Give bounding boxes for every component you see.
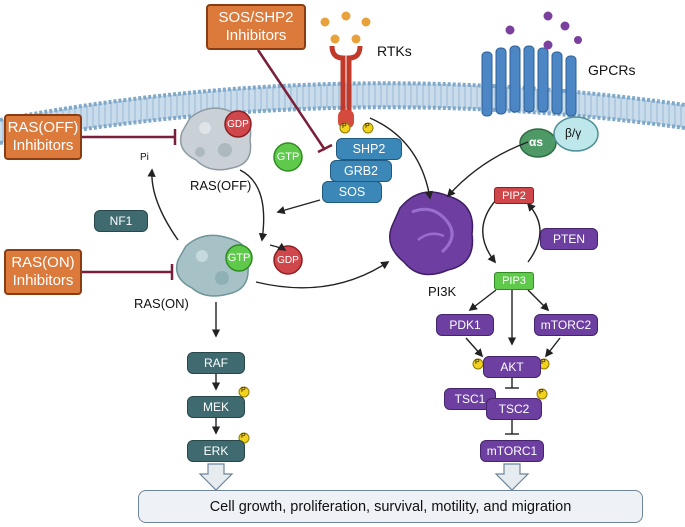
grb2-box: GRB2	[330, 160, 392, 182]
nf1-box: NF1	[94, 210, 148, 232]
inhibitor-lines	[82, 49, 333, 280]
ras-on-inhibitors-line1: RAS(ON)	[11, 254, 75, 271]
free-gdp-text: GDP	[277, 254, 299, 266]
phospho-label-mek: P	[241, 387, 246, 394]
erk-box: ERK	[187, 440, 245, 462]
phospho-badges	[238, 122, 550, 444]
raf-label: RAF	[204, 356, 228, 370]
pip2-box: PIP2	[494, 187, 534, 204]
ras-off-label: RAS(OFF)	[190, 178, 252, 193]
free-gtp	[273, 142, 303, 172]
outcome-box: Cell growth, proliferation, survival, mo…	[138, 490, 643, 523]
ras-off-gdp-text: GDP	[227, 118, 249, 130]
mtorc2-box: mTORC2	[534, 314, 598, 336]
outcome-arrows	[198, 463, 530, 491]
ras-off-gdp-badge	[224, 110, 252, 138]
ras-on-label: RAS(ON)	[134, 296, 189, 311]
raf-box: RAF	[187, 352, 245, 374]
phospho-label-akt-right: P	[541, 359, 546, 366]
phospho-label-erk: P	[241, 433, 246, 440]
pdk1-label: PDK1	[449, 318, 481, 332]
free-gtp-label: GTP	[275, 149, 301, 165]
gpcr-receptor	[481, 45, 577, 117]
ras-off-gdp-label: GDP	[225, 116, 251, 132]
g-alpha-s	[519, 128, 557, 158]
alpha-s-label: αs	[529, 135, 544, 149]
beta-gamma-label: β/γ	[565, 126, 582, 140]
pip3-box: PIP3	[494, 272, 534, 290]
rtk-ligands	[320, 11, 371, 44]
pip3-label: PIP3	[502, 275, 526, 287]
g-beta-gamma	[553, 116, 599, 152]
ras-off-inhibitors-line1: RAS(OFF)	[7, 119, 79, 136]
pten-label: PTEN	[552, 232, 585, 246]
mek-label: MEK	[202, 400, 229, 414]
free-gdp	[273, 245, 303, 275]
pdk1-box: PDK1	[436, 314, 494, 336]
activation-arrows	[147, 117, 561, 435]
outcome-label: Cell growth, proliferation, survival, mo…	[209, 498, 572, 515]
phospho-label-rtk-left: P	[342, 123, 347, 130]
shp2-box: SHP2	[336, 138, 402, 160]
ras-off-inhibitors-line2: Inhibitors	[12, 137, 74, 154]
sos-box: SOS	[322, 181, 382, 203]
grb2-label: GRB2	[343, 164, 379, 178]
gpcrs-label: GPCRs	[588, 62, 636, 78]
nf1-label: NF1	[109, 214, 133, 228]
pi3k-protein	[389, 191, 474, 276]
ras-on-gtp-badge	[225, 244, 253, 272]
tsc2-label: TSC2	[498, 402, 530, 416]
tsc1-box: TSC1	[444, 388, 496, 410]
ras-off-inhibitors-box: RAS(OFF) Inhibitors	[4, 114, 82, 160]
ras-on-inhibitors-line2: Inhibitors	[12, 272, 74, 289]
phospho-label-tsc2: P	[539, 389, 544, 396]
shp2-label: SHP2	[352, 142, 386, 156]
sos-label: SOS	[338, 185, 366, 199]
ras-on-inhibitors-box: RAS(ON) Inhibitors	[4, 249, 82, 295]
akt-box: AKT	[483, 356, 541, 378]
pten-box: PTEN	[540, 228, 598, 250]
erk-label: ERK	[203, 444, 229, 458]
pi-label: Pi	[140, 152, 149, 163]
tsc2-box: TSC2	[486, 398, 542, 420]
mek-box: MEK	[187, 396, 245, 418]
sos-shp2-inhibitors-line2: Inhibitors	[225, 27, 287, 44]
sos-shp2-inhibitors-line1: SOS/SHP2	[218, 9, 294, 26]
mtorc2-label: mTORC2	[540, 318, 592, 332]
ras-on-gtp-text: GTP	[227, 252, 251, 264]
phospho-label-rtk-right: P	[365, 123, 370, 130]
mtorc1-label: mTORC1	[486, 444, 538, 458]
rtks-label: RTKs	[377, 43, 412, 59]
mtorc1-box: mTORC1	[480, 440, 544, 462]
gpcr-ligands	[505, 11, 582, 50]
sos-shp2-inhibitors-box: SOS/SHP2 Inhibitors	[206, 4, 306, 50]
ras-on-gtp-label: GTP	[226, 250, 252, 266]
tsc1-label: TSC1	[454, 392, 486, 406]
free-gtp-text: GTP	[276, 151, 300, 163]
akt-label: AKT	[500, 360, 524, 374]
phospho-label-akt-left: P	[475, 359, 480, 366]
free-gdp-label: GDP	[275, 252, 301, 268]
pip2-label: PIP2	[502, 189, 526, 202]
pi3k-label: PI3K	[428, 284, 457, 299]
